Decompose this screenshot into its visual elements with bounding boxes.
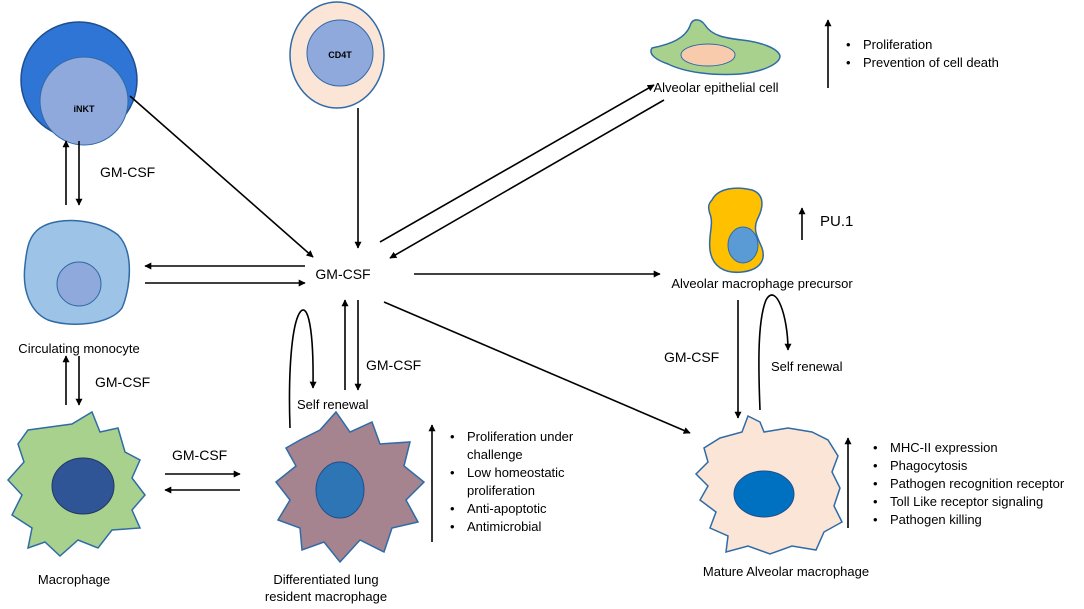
macrophage-cell [6,410,146,558]
macrophage-label: Macrophage [37,572,111,587]
gm-csf-label-inkt-monocyte: GM-CSF [100,164,156,180]
gm-csf-label-center-differentiated: GM-CSF [366,357,422,373]
cd4t-nucleus [306,19,374,87]
list-item: Anti-apoptotic [450,500,607,518]
circulating-monocyte-label: Circulating monocyte [18,341,140,356]
precursor-nucleus [727,226,759,264]
center-gm-csf-label: GM-CSF [315,266,371,282]
alveolar-precursor-cell [707,187,764,274]
gm-csf-label-monocyte-macrophage: GM-CSF [95,374,151,390]
cd4t-label: CD4T [328,50,352,60]
gm-csf-label-precursor-mature: GM-CSF [664,349,720,365]
macrophage-nucleus [51,457,115,515]
list-item: Prevention of cell death [846,54,999,72]
list-item: Pathogen recognition receptor [873,475,1064,493]
gm-csf-label-macrophage-differentiated: GM-CSF [172,447,228,463]
circulating-monocyte-cell [23,219,131,325]
inkt-label: iNKT [73,104,95,114]
self-renewal-label-mature: Self renewal [771,359,843,374]
list-item: Low homeostatic proliferation [450,464,607,500]
list-item: Proliferation [846,36,999,54]
self-renewal-loop-differentiated [288,309,317,429]
differentiated-nucleus [315,461,365,519]
differentiated-effects-list: Proliferation under challenge Low homeos… [450,428,607,536]
differentiated-macrophage-label-line2: resident macrophage [264,589,388,604]
list-item: Phagocytosis [873,457,1064,475]
self-renewal-label-differentiated: Self renewal [297,397,369,412]
list-item: Proliferation under challenge [450,428,607,464]
monocyte-nucleus [56,261,102,307]
arrow-center-to-epithelial [379,84,655,243]
list-item: Pathogen killing [873,511,1064,529]
arrows [62,19,852,542]
differentiated-macrophage-label-line1: Differentiated lung [273,572,379,587]
list-item: Antimicrobial [450,518,607,536]
mature-alveolar-label: Mature Alveolar macrophage [702,564,870,579]
list-item: MHC-II expression [873,439,1064,457]
list-item: Toll Like receptor signaling [873,493,1064,511]
epithelial-nucleus [680,43,736,67]
inkt-cell [20,21,138,146]
differentiated-macrophage-cell [274,410,426,564]
self-renewal-loop-mature [758,294,792,411]
alveolar-epithelial-label: Alveolar epithelial cell [653,80,779,95]
mature-nucleus [733,470,795,518]
arrow-center-to-mature [383,301,691,434]
cd4t-cell [289,1,385,109]
epithelial-effects-list: Proliferation Prevention of cell death [846,36,999,72]
mature-effects-list: MHC-II expression Phagocytosis Pathogen … [873,439,1064,529]
arrow-epithelial-to-center [389,99,665,259]
inkt-nucleus [39,56,129,146]
mature-alveolar-cell [694,414,843,555]
pu1-label: PU.1 [820,213,854,230]
alveolar-epithelial-cell [650,19,781,76]
arrow-inkt-to-center [129,95,314,258]
alveolar-precursor-label: Alveolar macrophage precursor [671,276,853,291]
